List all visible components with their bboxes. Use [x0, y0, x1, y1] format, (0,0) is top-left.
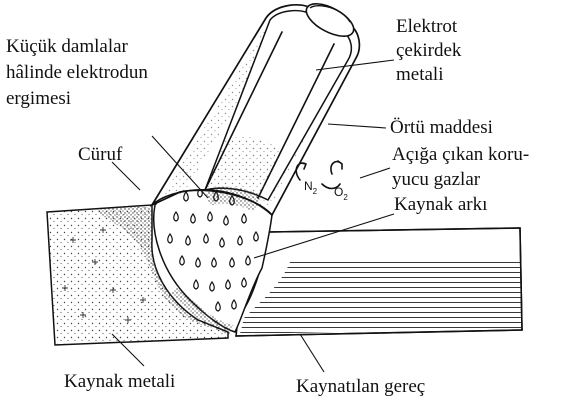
label-weld-metal: Kaynak metali — [64, 371, 175, 392]
electrode — [152, 0, 359, 215]
oxygen-symbol: O2 — [334, 185, 348, 202]
workpiece-block — [236, 228, 522, 336]
label-slag: Cüruf — [78, 144, 123, 165]
label-workpiece: Kaynatılan gereç — [296, 376, 425, 397]
label-welding-arc: Kaynak arkı — [394, 194, 487, 215]
label-electrode-core-line3: metali — [396, 64, 443, 85]
gas-symbols: N2 O2 — [304, 179, 348, 202]
label-droplet-line1: Küçük damlalar — [6, 36, 129, 57]
label-electrode-core-line1: Elektrot — [396, 16, 458, 37]
label-shielding-gas-line1: Açığa çıkan koru- — [392, 144, 529, 165]
label-electrode-core-line2: çekirdek — [396, 40, 462, 61]
label-droplet-line2: hâlinde elektrodun — [6, 62, 148, 83]
label-coating-material: Örtü maddesi — [390, 117, 493, 138]
nitrogen-symbol: N2 — [304, 179, 318, 196]
label-droplet-line3: ergimesi — [6, 88, 71, 109]
label-shielding-gas-line2: yucu gazlar — [392, 169, 481, 190]
